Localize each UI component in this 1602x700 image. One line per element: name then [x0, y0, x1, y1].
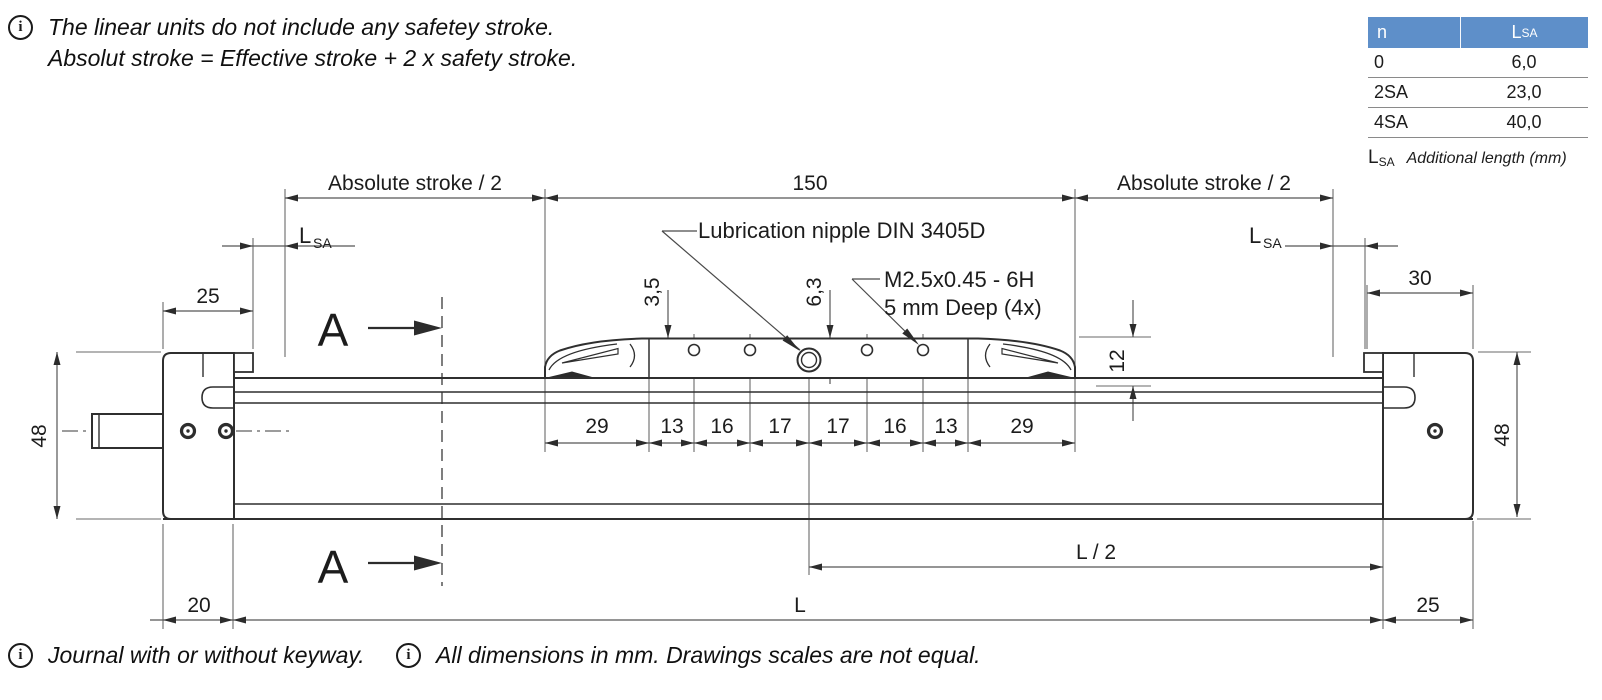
- leader-arrowheads: [782, 328, 919, 351]
- chain-dim-29a: 29: [585, 415, 608, 438]
- note-bottom-left: i Journal with or without keyway.: [8, 640, 365, 671]
- note-top-line2: Absolut stroke = Effective stroke + 2 x …: [48, 45, 578, 71]
- chain-dim-17a: 17: [768, 415, 791, 438]
- note-bottom-right-text: All dimensions in mm. Drawings scales ar…: [436, 642, 981, 668]
- dim-3-5: 3,5: [641, 277, 664, 306]
- info-icon: i: [396, 643, 421, 668]
- section-a-top: A: [318, 304, 349, 356]
- extension-lines: [76, 189, 1531, 629]
- dim-lsa-left-sub: SA: [313, 235, 332, 251]
- dimension-labels: Absolute stroke / 2 150 Absolute stroke …: [28, 172, 1514, 617]
- lubrication-label: Lubrication nipple DIN 3405D: [698, 218, 985, 243]
- section-a-bottom: A: [318, 541, 349, 593]
- chain-dim-29b: 29: [1010, 415, 1033, 438]
- left-clamp-nose: [233, 352, 254, 373]
- chain-dim-13b: 13: [934, 415, 957, 438]
- dim-lsa-right-main: L: [1249, 223, 1261, 248]
- thread-hole: [687, 343, 701, 357]
- dim-20: 20: [187, 594, 210, 617]
- dim-12: 12: [1106, 349, 1129, 372]
- dim-48-left: 48: [28, 424, 51, 447]
- chain-dim-13a: 13: [660, 415, 683, 438]
- thread-label-line1: M2.5x0.45 - 6H: [884, 267, 1034, 292]
- thread-label-line2: 5 mm Deep (4x): [884, 295, 1042, 320]
- thread-hole: [743, 343, 757, 357]
- dim-150: 150: [792, 172, 827, 195]
- dimension-lines: [56, 197, 1518, 621]
- table-header-n: n: [1377, 22, 1388, 42]
- table-row: 4SA 40,0: [1368, 108, 1588, 138]
- dim-L2: L / 2: [1076, 541, 1116, 564]
- note-top: i The linear units do not include any sa…: [8, 12, 577, 74]
- dim-6-3: 6,3: [803, 277, 826, 306]
- right-slot: [1383, 386, 1416, 409]
- right-end-block: [1382, 352, 1474, 520]
- info-icon: i: [8, 15, 33, 40]
- note-bottom-left-text: Journal with or without keyway.: [48, 642, 365, 668]
- dim-abs-stroke-left: Absolute stroke / 2: [328, 172, 502, 195]
- thread-hole: [916, 343, 930, 357]
- dim-25-left: 25: [196, 285, 219, 308]
- chain-dim-16b: 16: [883, 415, 906, 438]
- body-geometry: [91, 352, 1474, 520]
- thread-hole: [860, 343, 874, 357]
- dim-25-bottom: 25: [1416, 594, 1439, 617]
- right-clamp-nose: [1363, 352, 1384, 373]
- dim-30-right: 30: [1408, 267, 1431, 290]
- chain-dim-17b: 17: [826, 415, 849, 438]
- dimension-arrows: [53, 194, 1521, 624]
- table-footer-desc: Additional length (mm): [1406, 150, 1567, 167]
- table-row: 2SA 23,0: [1368, 78, 1588, 108]
- dim-L: L: [794, 594, 806, 617]
- section-markers: A A: [318, 304, 442, 593]
- note-top-line1: The linear units do not include any safe…: [48, 14, 555, 40]
- note-bottom-right: i All dimensions in mm. Drawings scales …: [396, 640, 981, 671]
- end-block-screws: [179, 422, 1444, 440]
- info-icon: i: [8, 643, 33, 668]
- dim-lsa-right-sub: SA: [1263, 235, 1282, 251]
- chain-dim-16a: 16: [710, 415, 733, 438]
- callout-labels: Lubrication nipple DIN 3405D M2.5x0.45 -…: [698, 218, 1042, 320]
- leader-lines: [661, 230, 918, 351]
- dim-48-right: 48: [1491, 423, 1514, 446]
- dim-abs-stroke-right: Absolute stroke / 2: [1117, 172, 1291, 195]
- dim-lsa-left-main: L: [299, 223, 311, 248]
- table-footer: LSA Additional length (mm): [1368, 147, 1567, 169]
- table-row: 0 6,0: [1368, 48, 1588, 78]
- left-slot: [201, 386, 234, 409]
- journal-shaft: [91, 413, 164, 449]
- carriage: [544, 337, 1076, 379]
